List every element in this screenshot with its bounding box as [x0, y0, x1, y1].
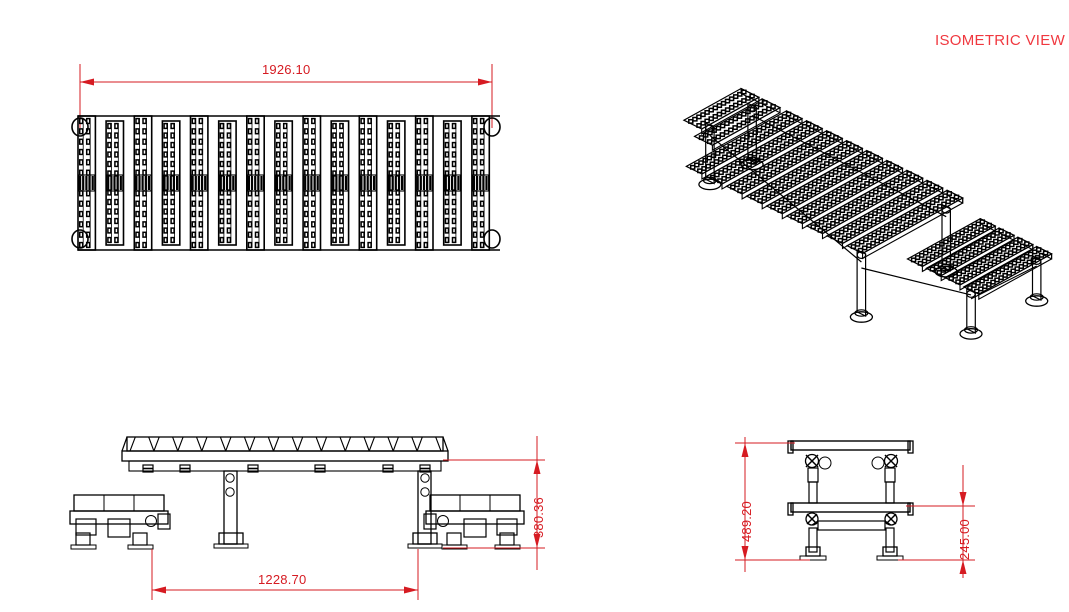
top-view-platform: [71, 115, 501, 251]
front-dim-platform-height: [443, 436, 545, 570]
dim-leg-span: 1228.70: [258, 572, 307, 587]
side-view-platform: [787, 440, 914, 561]
isometric-view-label: ISOMETRIC VIEW: [935, 32, 1066, 49]
front-view-platform: [121, 436, 449, 473]
dim-overall-length: 1926.10: [262, 62, 311, 77]
dim-overall-height: 489.20: [739, 501, 754, 542]
front-view-step-left: [69, 494, 171, 550]
side-knuckle-upper-left: [804, 453, 832, 470]
side-knuckle-lower-right: [884, 512, 898, 526]
front-dim-leg-span: [151, 549, 419, 600]
front-view-legs: [213, 470, 443, 549]
front-view-step-right: [423, 494, 525, 550]
side-knuckle-upper-right: [871, 453, 899, 470]
dim-step-height: 245.00: [957, 519, 972, 560]
side-knuckle-lower-left: [805, 512, 819, 526]
side-dim-overall-height: [735, 437, 810, 572]
side-dim-step-height: [898, 465, 975, 578]
